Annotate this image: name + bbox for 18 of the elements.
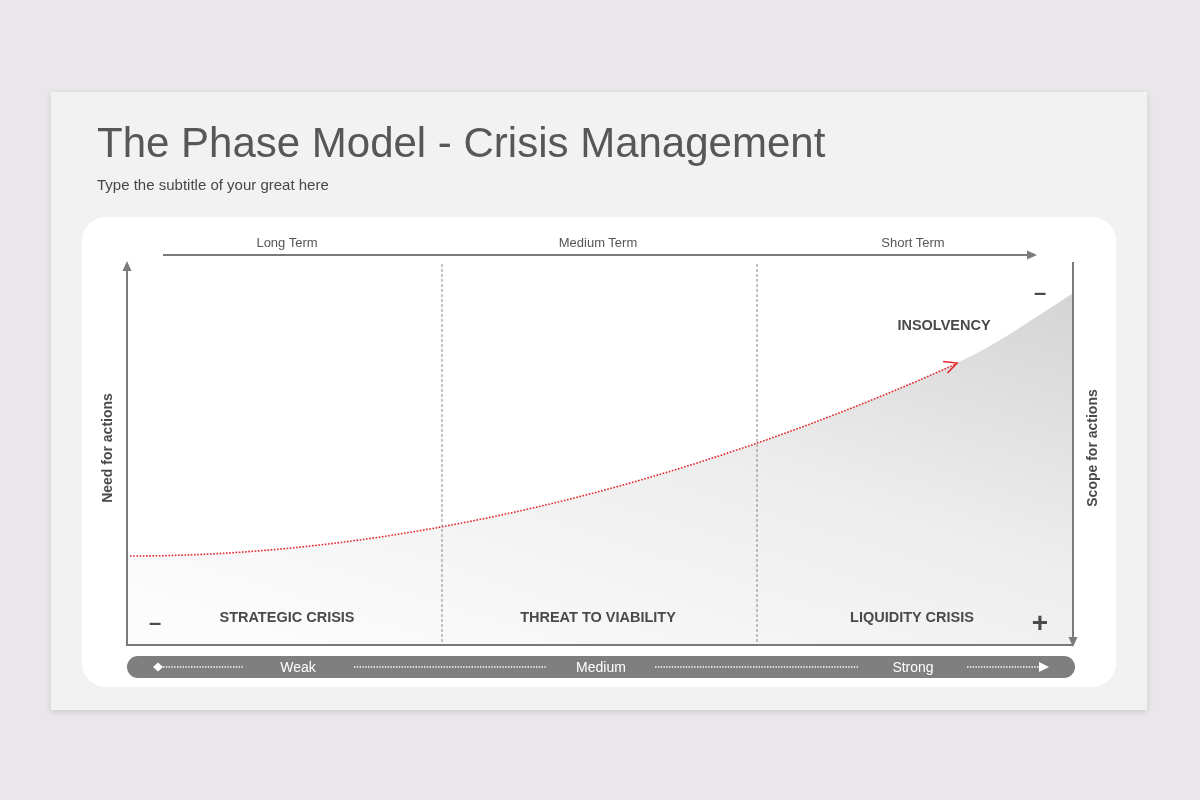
strength-scale-bar: [127, 656, 1075, 678]
slide-title: The Phase Model - Crisis Management: [97, 119, 826, 168]
scale-label: Weak: [280, 658, 316, 676]
scale-label: Strong: [892, 658, 934, 676]
plus-sign: +: [1031, 606, 1049, 640]
minus-sign: –: [148, 610, 162, 636]
phase-label: THREAT TO VIABILITY: [520, 608, 676, 626]
axis-title: Scope for actions: [1083, 389, 1101, 507]
scale-label: Medium: [576, 658, 626, 676]
phase-label: STRATEGIC CRISIS: [219, 608, 355, 626]
axis-label: Medium Term: [558, 235, 638, 251]
phase-label: LIQUIDITY CRISIS: [850, 608, 974, 626]
axis-label: Long Term: [256, 235, 318, 251]
subtitle: Type the subtitle of your great here: [97, 176, 329, 194]
axis-label: Short Term: [881, 235, 945, 251]
minus-sign: –: [1033, 280, 1047, 306]
axis-title: Need for actions: [98, 393, 116, 503]
phase-label: INSOLVENCY: [897, 316, 991, 334]
